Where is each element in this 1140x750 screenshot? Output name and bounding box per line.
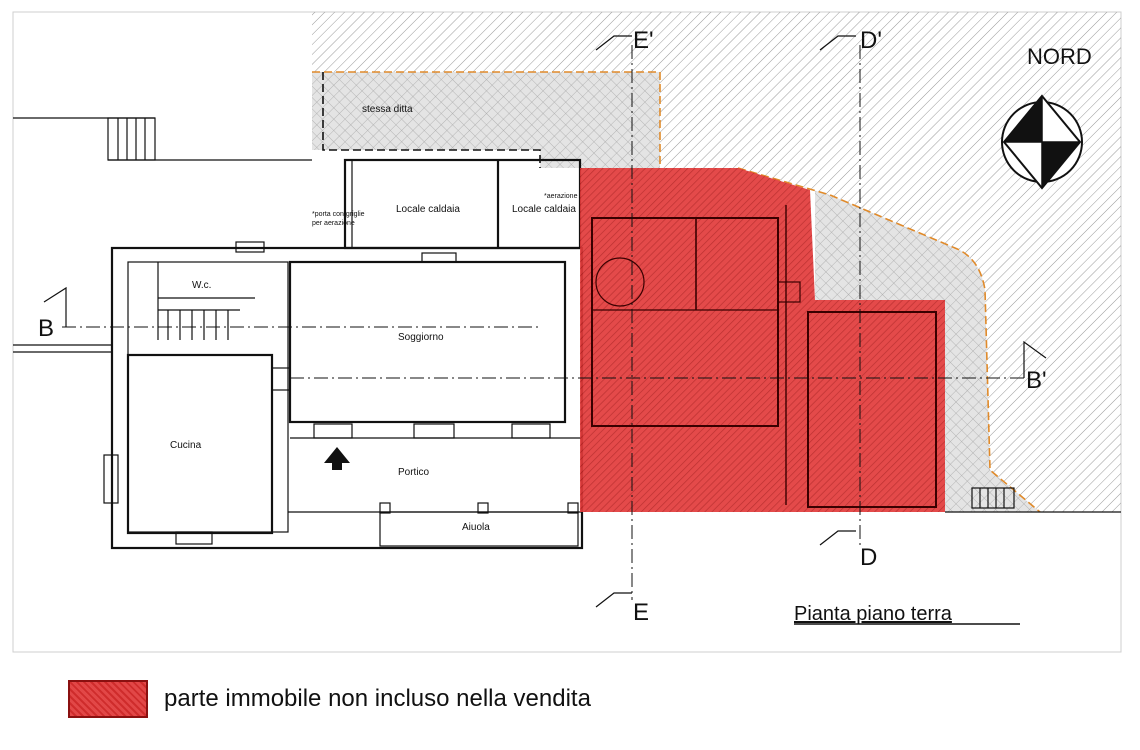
note-porta-line1: *porta con griglie bbox=[312, 211, 365, 218]
stairs-east bbox=[971, 487, 1015, 509]
excluded-area-walls bbox=[591, 205, 937, 508]
plan-title: Pianta piano terra bbox=[794, 603, 953, 625]
property-boundary bbox=[312, 71, 1041, 513]
section-b-prime-label: B' bbox=[1026, 367, 1047, 394]
aiuola-box bbox=[379, 502, 579, 547]
room-soggiorno: Soggiorno bbox=[398, 332, 444, 343]
room-portico: Portico bbox=[398, 467, 430, 478]
section-d-label: D bbox=[860, 544, 877, 571]
legend-swatch bbox=[68, 680, 148, 718]
section-e-prime-label: E' bbox=[633, 27, 654, 54]
north-compass-icon bbox=[1001, 94, 1083, 190]
legend: parte immobile non incluso nella vendita bbox=[68, 680, 591, 718]
room-stessa-ditta: stessa ditta bbox=[362, 104, 413, 115]
section-lines bbox=[43, 35, 1047, 608]
room-wc: W.c. bbox=[192, 280, 211, 291]
house-walls bbox=[13, 241, 584, 550]
stessa-ditta-area bbox=[312, 72, 660, 168]
room-locale-caldaia-1: Locale caldaia bbox=[396, 204, 460, 215]
legend-label: parte immobile non incluso nella vendita bbox=[164, 685, 591, 712]
room-cucina: Cucina bbox=[170, 440, 202, 451]
stairs-north bbox=[13, 117, 312, 161]
note-aerazione: *aerazione bbox=[544, 193, 578, 200]
section-e-label: E bbox=[633, 599, 649, 626]
section-d-prime-label: D' bbox=[860, 27, 882, 54]
room-locale-caldaia-2: Locale caldaia bbox=[512, 204, 576, 215]
section-b-label: B bbox=[38, 315, 54, 342]
note-porta-line2: per aerazione bbox=[312, 220, 355, 227]
north-label: NORD bbox=[1027, 44, 1092, 69]
room-aiuola: Aiuola bbox=[462, 522, 490, 533]
